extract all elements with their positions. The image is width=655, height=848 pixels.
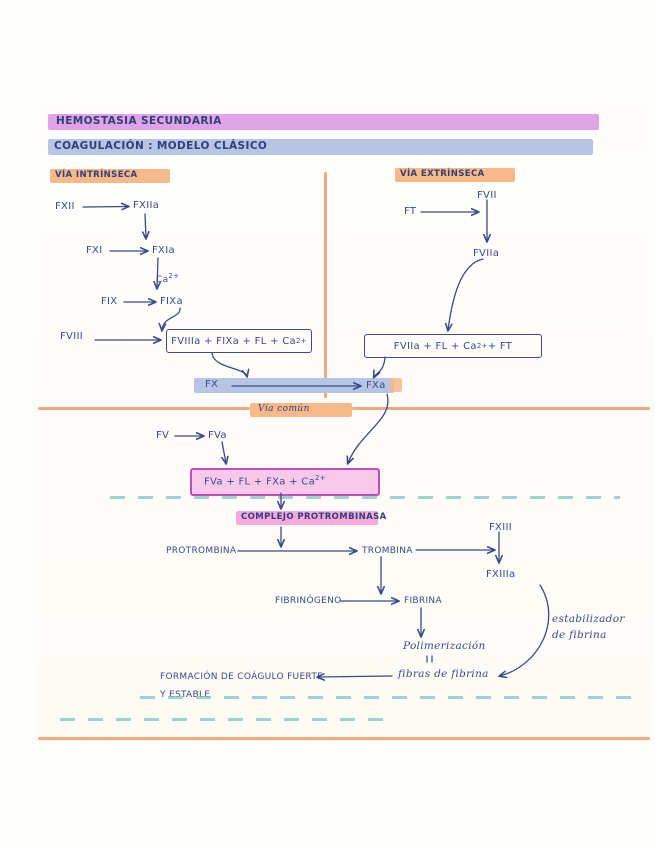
prothrombinase-tag-label: COMPLEJO PROTROMBINASA xyxy=(241,512,387,522)
node-fixa: FIXa xyxy=(160,296,183,307)
node-fvii: FVII xyxy=(477,190,497,201)
clot-formation-line2: Y ESTABLE xyxy=(160,690,211,700)
common-divider-right xyxy=(352,407,650,410)
node-fibrin: FIBRINA xyxy=(404,596,442,606)
extrinsic-section-label: VÍA EXTRÍNSECA xyxy=(400,169,485,179)
node-prothrombin: PROTROMBINA xyxy=(166,546,237,556)
extrinsic-complex-label: FVIIa + FL + Ca xyxy=(393,340,477,352)
stabilizer-label-line1: estabilizador xyxy=(552,613,625,625)
vertical-divider xyxy=(324,172,327,398)
intrinsic-section-label: VÍA INTRÍNSECA xyxy=(55,170,138,180)
node-thrombin: TROMBINA xyxy=(362,546,413,556)
node-calcium-intrinsic: Ca2+ xyxy=(156,272,179,285)
dashed-line-lower-2 xyxy=(60,718,390,721)
prothrombinase-complex-label: FVa + FL + FXa + Ca2+ xyxy=(204,474,326,487)
calcium-label: Ca xyxy=(156,275,169,285)
node-fviia: FVIIa xyxy=(473,248,500,259)
extrinsic-section-highlight xyxy=(395,168,515,182)
stabilizer-label-line2: de fibrina xyxy=(552,629,607,641)
dashed-line-lower-1 xyxy=(140,696,640,699)
fxa-accent-highlight xyxy=(390,378,402,392)
node-fxia: FXIa xyxy=(152,245,175,256)
subtitle-highlight-blue xyxy=(48,139,593,155)
fibrin-fibers-label: fibras de fibrina xyxy=(398,668,489,680)
page-title: HEMOSTASIA SECUNDARIA xyxy=(56,115,222,127)
prothrombinase-tag-highlight xyxy=(236,511,378,525)
intrinsic-section-highlight xyxy=(50,169,170,183)
node-fviii: FVIII xyxy=(60,331,83,342)
page-subtitle: COAGULACIÓN : MODELO CLÁSICO xyxy=(54,140,268,152)
node-fxiiia: FXIIIa xyxy=(486,569,516,580)
polymerization-label: Polimerización xyxy=(403,640,486,652)
tenase-complex-label: FVIIIa + FIXa + FL + Ca xyxy=(171,335,296,347)
node-fxiii: FXIII xyxy=(489,522,512,533)
clot-formation-line1: FORMACIÓN DE COÁGULO FUERTE xyxy=(160,672,324,682)
node-fxii: FXII xyxy=(55,201,75,212)
bottom-border xyxy=(38,737,650,740)
node-ft: FT xyxy=(404,206,417,217)
prothrombinase-complex-text: FVa + FL + FXa + Ca xyxy=(204,476,316,488)
node-fxa: FXa xyxy=(366,380,386,391)
node-fv: FV xyxy=(156,430,170,441)
dashed-line-upper xyxy=(110,496,620,499)
node-fva: FVa xyxy=(208,430,227,441)
title-highlight-purple xyxy=(48,114,599,130)
fx-band-highlight xyxy=(194,378,394,393)
prothrombinase-complex-charge: 2+ xyxy=(315,474,326,482)
extrinsic-complex-tail: + FT xyxy=(487,340,513,352)
node-fxi: FXI xyxy=(86,245,103,256)
common-section-highlight xyxy=(250,403,352,417)
node-fix: FIX xyxy=(101,296,118,307)
extrinsic-complex-charge: 2+ xyxy=(476,342,488,350)
calcium-charge: 2+ xyxy=(168,272,180,280)
common-divider-left xyxy=(38,407,250,410)
common-section-label: Vía común xyxy=(258,404,310,414)
node-fibrinogen: FIBRINÓGENO xyxy=(275,596,342,606)
tenase-complex-charge: 2+ xyxy=(295,337,307,345)
node-fxiia: FXIIa xyxy=(133,200,160,211)
paper-background xyxy=(38,104,650,744)
node-fx: FX xyxy=(205,379,219,390)
prothrombinase-box-fill xyxy=(190,468,380,496)
